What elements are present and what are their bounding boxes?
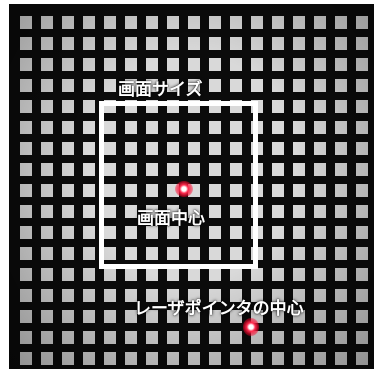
screen-size-label: 画面サイズ: [118, 80, 203, 100]
screen-center-dot: [175, 181, 193, 197]
screen-center-label: 画面中心: [137, 209, 205, 229]
square-grid-pattern: [9, 4, 374, 369]
screen-size-frame: [99, 101, 258, 269]
laser-pointer-dot: [243, 318, 259, 336]
laser-center-label: レーザポインタの中心: [134, 299, 304, 319]
